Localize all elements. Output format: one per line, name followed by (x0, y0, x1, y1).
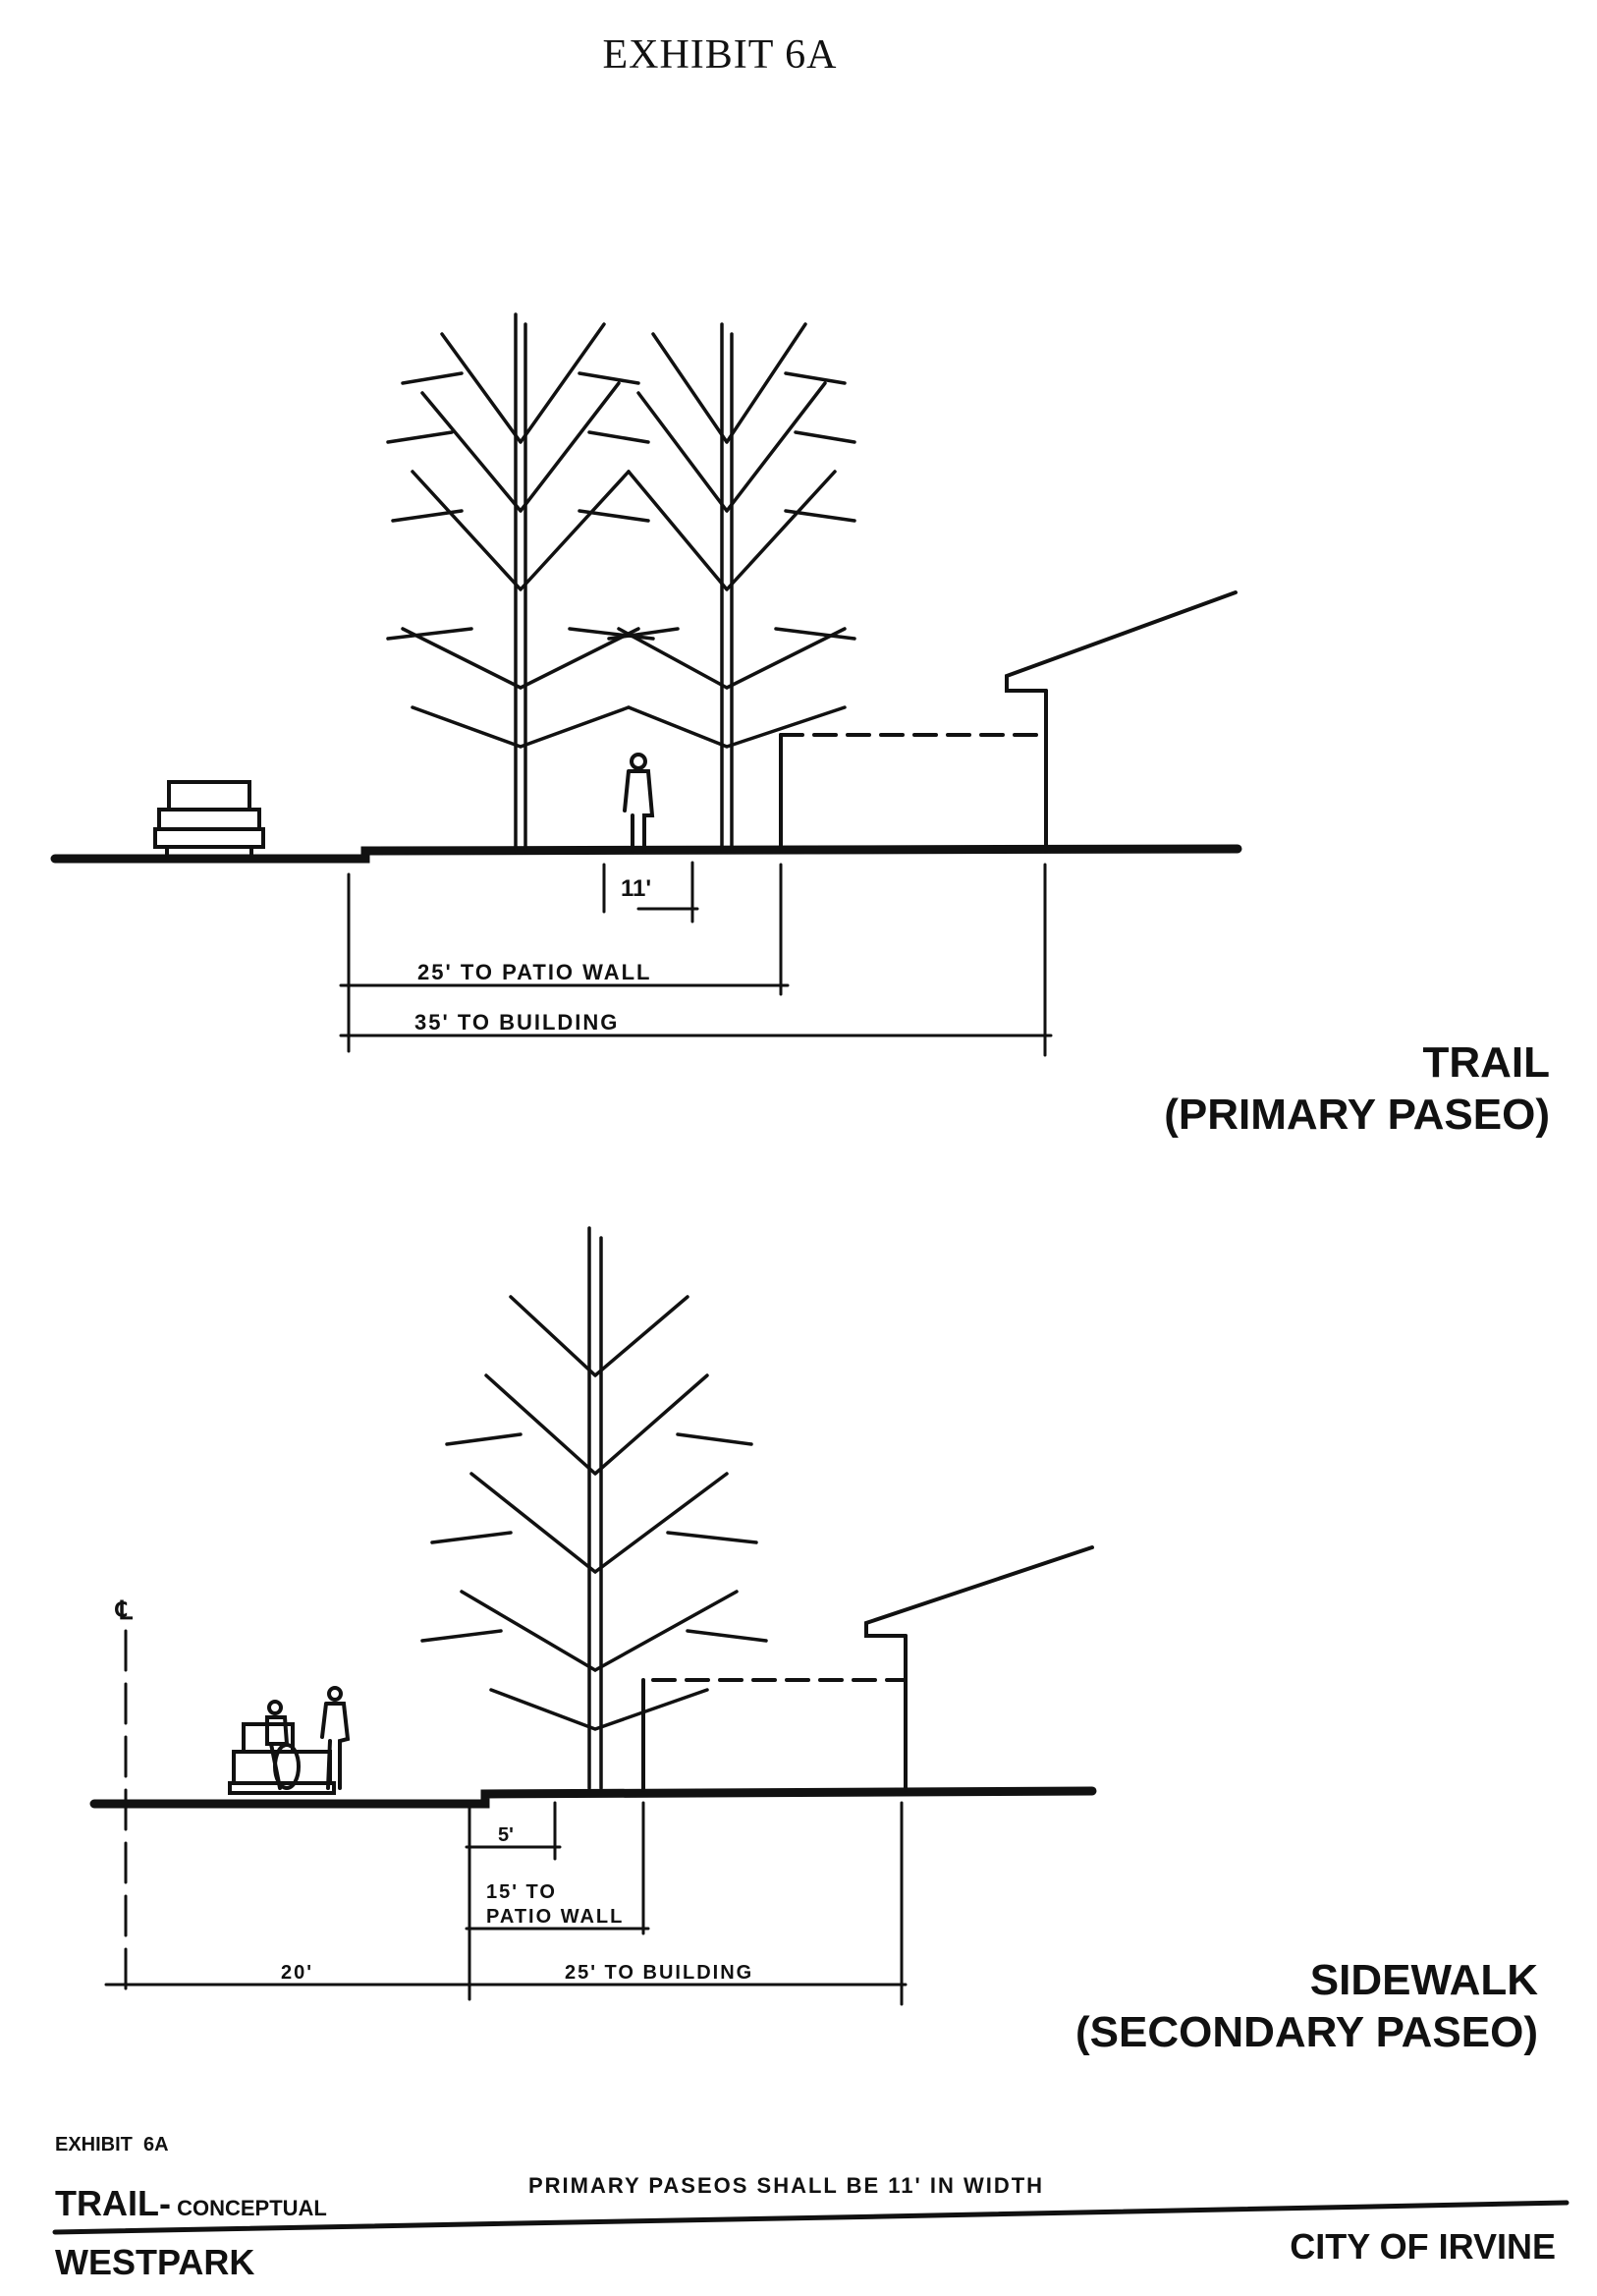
tree-icon (386, 312, 655, 853)
section-title-line2: (SECONDARY PASEO) (1074, 2007, 1538, 2056)
footer-agency: CITY OF IRVINE (1290, 2226, 1556, 2267)
section-title-line1: TRAIL (1422, 1038, 1550, 1087)
building-outline (641, 1545, 1094, 1792)
sidewalk-section-drawing (89, 1226, 1097, 2006)
footer-divider (52, 2200, 1569, 2235)
footer-trail-small: CONCEPTUAL (170, 2196, 327, 2220)
patio-wall-distance-label-line1: 15' TO (486, 1881, 557, 1903)
footer-project: WESTPARK (55, 2242, 255, 2282)
street-ground-line (89, 1786, 1097, 1809)
centerline-symbol: ℄ (115, 1596, 134, 1625)
street-ground-line (50, 844, 1242, 864)
tree-icon (420, 1226, 768, 1790)
building-distance-label: 35' TO BUILDING (414, 1010, 619, 1035)
sidewalk-width-label: 5' (498, 1824, 514, 1846)
footer-note: PRIMARY PASEOS SHALL BE 11' IN WIDTH (528, 2173, 1045, 2198)
car-icon (228, 1722, 336, 1795)
building-distance-label: 25' TO BUILDING (565, 1962, 753, 1984)
footer-trail-label: TRAIL- CONCEPTUAL (55, 2183, 327, 2224)
pedestrian-icon (320, 1686, 351, 1790)
trail-width-label: 11' (621, 875, 651, 902)
trail-section-drawing (50, 312, 1242, 1057)
car-icon (153, 780, 265, 857)
street-half-width-label: 20' (281, 1962, 313, 1984)
page-title: EXHIBIT 6A (602, 32, 838, 78)
trail-section-title: TRAIL (PRIMARY PASEO) (1164, 1037, 1550, 1142)
footer-exhibit-label: EXHIBIT 6A (55, 2134, 169, 2156)
pedestrian-icon (623, 753, 655, 853)
patio-wall-distance-label-line2: PATIO WALL (486, 1906, 624, 1928)
footer-trail-bold: TRAIL- (55, 2183, 171, 2223)
sidewalk-dimension-lines (104, 1801, 908, 2006)
section-title-line1: SIDEWALK (1309, 1956, 1538, 2004)
trail-dimension-lines (339, 861, 1053, 1057)
cyclist-icon (265, 1700, 301, 1790)
section-title-line2: (PRIMARY PASEO) (1164, 1090, 1550, 1139)
building-outline (779, 590, 1238, 853)
tree-icon (607, 322, 856, 853)
sidewalk-section-title: SIDEWALK (SECONDARY PASEO) (1075, 1955, 1538, 2059)
patio-wall-distance-label: 25' TO PATIO WALL (417, 960, 651, 984)
